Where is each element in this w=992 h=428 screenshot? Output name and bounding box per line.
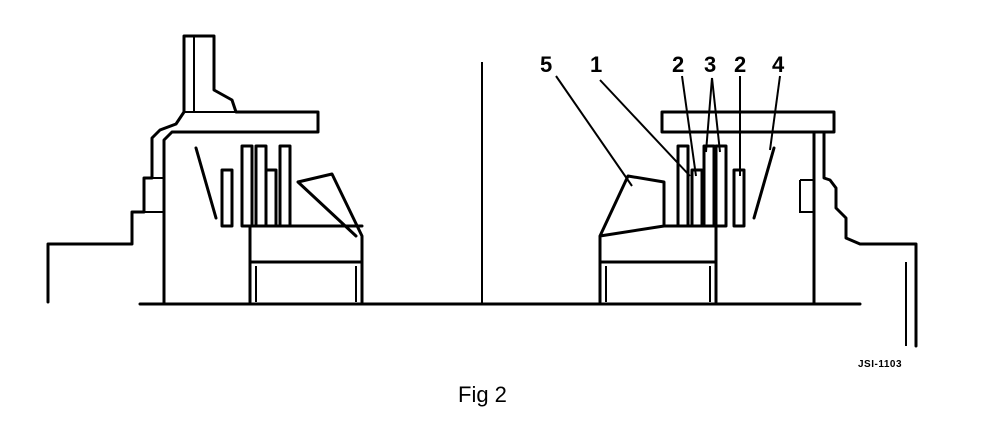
right-plate-3b xyxy=(714,144,728,228)
right-plate-1 xyxy=(676,144,690,228)
left-housing-inner-step xyxy=(132,177,164,213)
right-plate-3a xyxy=(702,144,716,228)
leader-5 xyxy=(555,75,633,187)
callout-2a: 2 xyxy=(672,52,684,77)
right-hub-sleeve-inner xyxy=(605,266,711,302)
left-hub-sleeve-inner xyxy=(255,266,357,302)
right-piston xyxy=(598,174,666,304)
right-plate-2b xyxy=(732,168,746,228)
callout-1: 1 xyxy=(590,52,602,77)
callout-3: 3 xyxy=(704,52,716,77)
right-dished-plate xyxy=(752,146,776,220)
leader-1 xyxy=(599,79,691,177)
left-plate-2 xyxy=(240,144,254,228)
reference-code: JSI-1103 xyxy=(858,359,902,370)
left-dished-plate xyxy=(194,146,218,220)
leader-3b xyxy=(711,77,721,153)
leader-4 xyxy=(769,75,781,151)
right-housing-inner xyxy=(799,179,814,213)
right-housing xyxy=(812,130,918,348)
left-plate-1 xyxy=(220,168,234,228)
left-plate-5 xyxy=(278,144,292,228)
right-assembly xyxy=(555,75,918,348)
left-assembly xyxy=(46,34,364,306)
figure-caption: Fig 2 xyxy=(458,382,507,407)
right-plate-2a xyxy=(690,168,704,228)
right-hub-sleeve xyxy=(598,224,718,304)
leader-3a xyxy=(705,77,713,153)
left-hub-inner xyxy=(184,36,236,113)
left-plate-4 xyxy=(264,168,278,228)
left-piston xyxy=(296,172,364,304)
callout-5: 5 xyxy=(540,52,552,77)
callout-4: 4 xyxy=(772,52,785,77)
leader-2a xyxy=(681,75,697,177)
callout-2b: 2 xyxy=(734,52,746,77)
left-hub-sleeve xyxy=(248,224,364,304)
right-top-cover xyxy=(660,110,836,134)
